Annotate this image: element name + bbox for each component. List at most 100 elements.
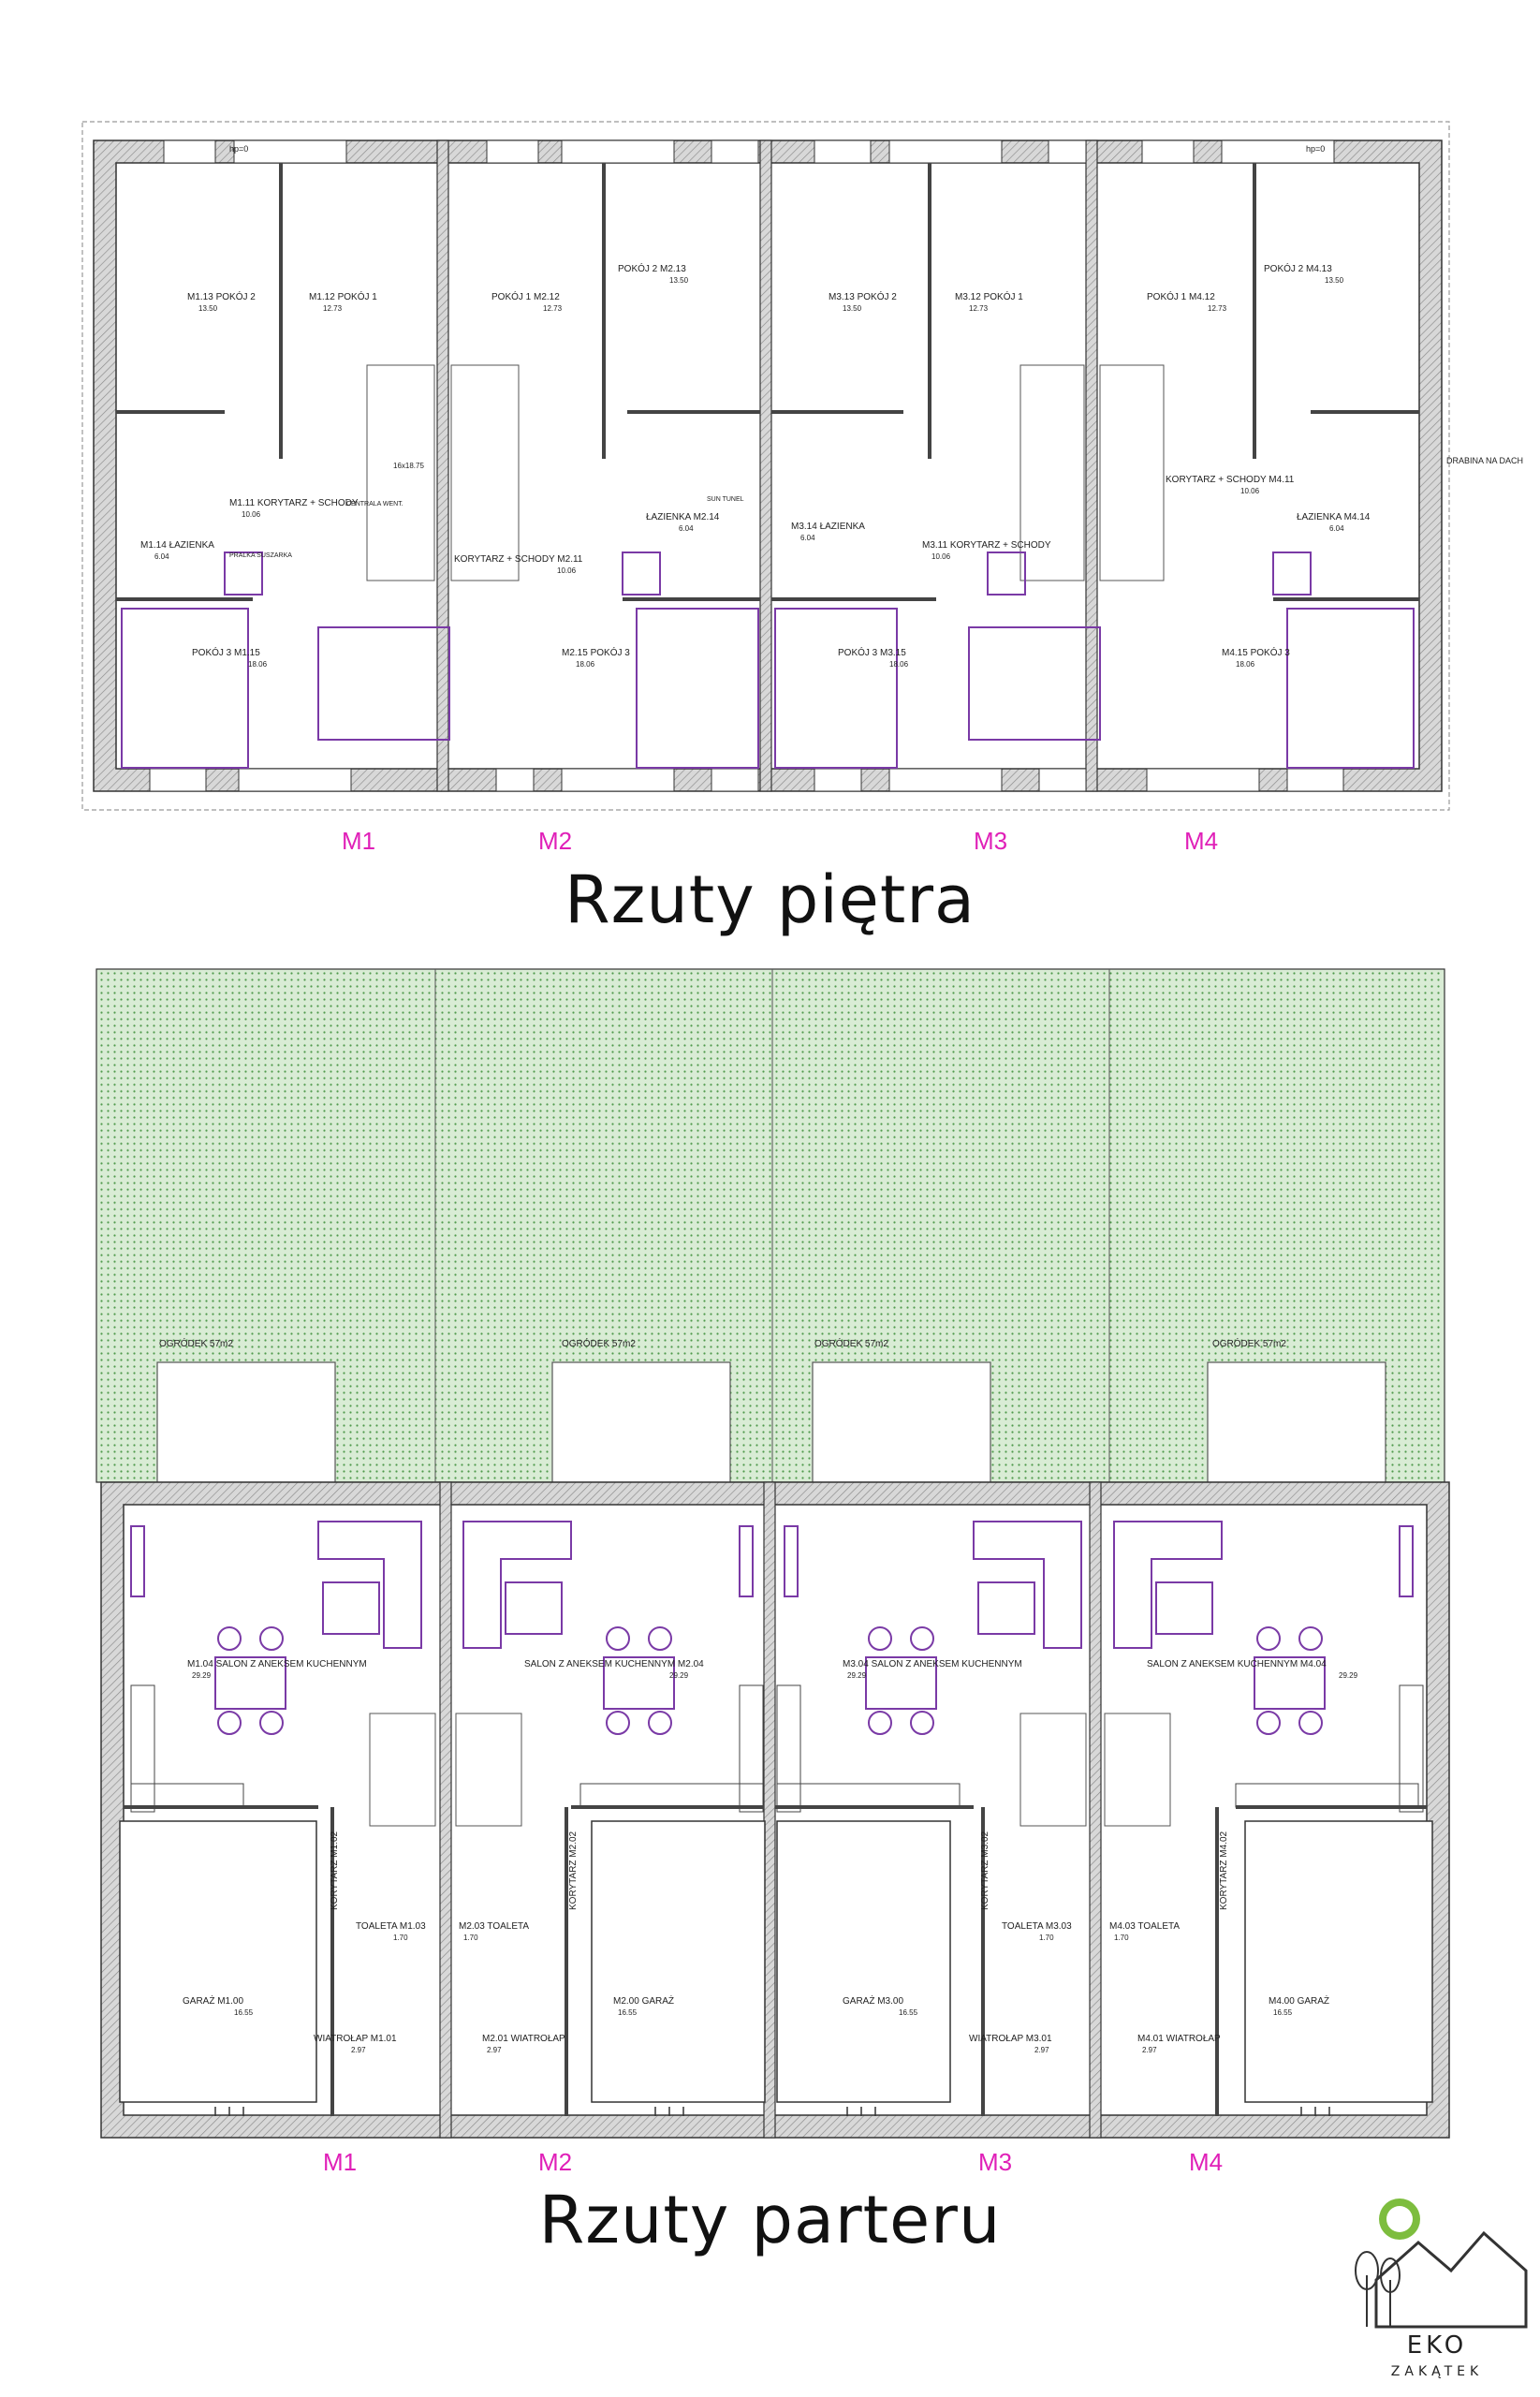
upper-floor-title: Rzuty piętra bbox=[565, 861, 975, 938]
upper-room-area: 13.50 bbox=[843, 304, 862, 313]
garden-label: OGRÓDEK 57m2 bbox=[159, 1337, 233, 1349]
upper-room-area: 18.06 bbox=[889, 660, 909, 669]
ventilation-note: CENTRALA WENT. bbox=[346, 501, 403, 507]
eko-zakatek-logo: EKO ZAKĄTEK bbox=[1339, 2191, 1535, 2392]
ground-room-area: 29.29 bbox=[1339, 1671, 1358, 1680]
ground-room-label: KORYTARZ M3.02 bbox=[980, 1831, 990, 1910]
ground-room-area: 1.70 bbox=[1114, 1934, 1129, 1942]
ground-room-label: SALON Z ANEKSEM KUCHENNYM M4.04 bbox=[1147, 1659, 1327, 1669]
ground-room-label: M1.04 SALON Z ANEKSEM KUCHENNYM bbox=[187, 1659, 367, 1669]
upper-room-area: 6.04 bbox=[800, 534, 815, 542]
ground-room-label: M2.00 GARAŻ bbox=[613, 1994, 674, 2007]
stairs-note: 16x18.75 bbox=[393, 462, 424, 470]
ground-room-area: 2.97 bbox=[1142, 2046, 1157, 2054]
upper-room-label: KORYTARZ + SCHODY M4.11 bbox=[1166, 475, 1295, 485]
ground-unit-label: M4 bbox=[1189, 2148, 1223, 2176]
ladder-note: DRABINA NA DACH bbox=[1446, 456, 1523, 465]
ground-room-area: 1.70 bbox=[393, 1934, 408, 1942]
height-note: hp=0 bbox=[229, 144, 248, 154]
upper-floor-labels: M1.13 POKÓJ 2 13.50 M1.12 POKÓJ 1 12.73 PO… bbox=[140, 144, 1523, 855]
upper-room-label: M3.13 POKÓJ 2 bbox=[829, 290, 897, 302]
upper-floor-plan bbox=[81, 121, 1450, 811]
logo-line1: EKO bbox=[1406, 2331, 1468, 2360]
upper-room-area: 10.06 bbox=[931, 552, 951, 561]
ground-floor-title: Rzuty parteru bbox=[538, 2182, 1002, 2258]
upper-room-area: 13.50 bbox=[669, 276, 689, 285]
upper-room-area: 18.06 bbox=[248, 660, 268, 669]
ground-room-area: 29.29 bbox=[192, 1671, 212, 1680]
upper-room-label: M2.15 POKÓJ 3 bbox=[562, 646, 630, 658]
ground-room-label: KORYTARZ M4.02 bbox=[1219, 1831, 1229, 1910]
upper-unit-label: M4 bbox=[1184, 827, 1218, 855]
ground-room-area: 16.55 bbox=[899, 2008, 918, 2017]
ground-room-area: 16.55 bbox=[1273, 2008, 1293, 2017]
height-note: hp=0 bbox=[1306, 144, 1325, 154]
upper-room-area: 12.73 bbox=[969, 304, 989, 313]
upper-room-label: M4.15 POKÓJ 3 bbox=[1222, 646, 1290, 658]
upper-room-area: 12.73 bbox=[323, 304, 343, 313]
upper-room-label: KORYTARZ + SCHODY M2.11 bbox=[454, 554, 583, 565]
ground-room-area: 1.70 bbox=[1039, 1934, 1054, 1942]
logo-line2: ZAKĄTEK bbox=[1390, 2364, 1484, 2379]
house-tree-icon bbox=[1355, 2198, 1528, 2329]
sun-tunnel-note: SUN TUNEL bbox=[707, 496, 744, 503]
upper-room-area: 10.06 bbox=[557, 566, 577, 575]
ground-room-label: M2.03 TOALETA bbox=[459, 1921, 529, 1932]
ground-floor-plan bbox=[95, 968, 1450, 2139]
ground-room-area: 29.29 bbox=[669, 1671, 689, 1680]
upper-room-label: POKÓJ 3 M3.15 bbox=[838, 646, 906, 658]
ground-room-area: 1.70 bbox=[463, 1934, 478, 1942]
ground-room-label: M2.01 WIATROŁAP bbox=[482, 2034, 565, 2044]
ground-room-area: 2.97 bbox=[487, 2046, 502, 2054]
upper-room-label: POKÓJ 1 M4.12 bbox=[1147, 290, 1215, 302]
upper-room-label: M3.12 POKÓJ 1 bbox=[955, 290, 1023, 302]
ground-unit-label: M3 bbox=[978, 2148, 1012, 2176]
upper-room-label: M1.13 POKÓJ 2 bbox=[187, 290, 256, 302]
upper-room-area: 10.06 bbox=[1240, 487, 1260, 495]
ground-room-label: KORYTARZ M1.02 bbox=[330, 1831, 340, 1910]
upper-room-label: ŁAZIENKA M4.14 bbox=[1297, 512, 1371, 522]
ground-room-label: WIATROŁAP M1.01 bbox=[314, 2034, 397, 2044]
ground-room-label: M4.01 WIATROŁAP bbox=[1137, 2034, 1221, 2044]
ground-room-area: 2.97 bbox=[351, 2046, 366, 2054]
upper-unit-label: M3 bbox=[974, 827, 1007, 855]
upper-room-label: POKÓJ 1 M2.12 bbox=[491, 290, 560, 302]
upper-room-area: 13.50 bbox=[198, 304, 218, 313]
laundry-note: PRALKA SUSZARKA bbox=[229, 552, 292, 559]
garden-label: OGRÓDEK 57m2 bbox=[1212, 1337, 1286, 1349]
ground-room-label: TOALETA M3.03 bbox=[1002, 1921, 1072, 1932]
upper-room-label: POKÓJ 2 M2.13 bbox=[618, 262, 686, 274]
upper-room-area: 6.04 bbox=[679, 524, 694, 533]
ground-room-label: KORYTARZ M2.02 bbox=[568, 1831, 579, 1910]
upper-room-label: M1.14 ŁAZIENKA bbox=[140, 540, 214, 551]
ground-room-label: M4.00 GARAŻ bbox=[1269, 1994, 1329, 2007]
ground-room-label: SALON Z ANEKSEM KUCHENNYM M2.04 bbox=[524, 1659, 704, 1669]
upper-room-area: 10.06 bbox=[242, 510, 261, 519]
ground-unit-label: M2 bbox=[538, 2148, 572, 2176]
upper-room-area: 6.04 bbox=[154, 552, 169, 561]
upper-room-label: ŁAZIENKA M2.14 bbox=[646, 512, 720, 522]
upper-room-label: M3.14 ŁAZIENKA bbox=[791, 522, 865, 532]
upper-room-label: M1.11 KORYTARZ + SCHODY bbox=[229, 498, 359, 508]
ground-room-label: GARAŻ M1.00 bbox=[183, 1994, 243, 2007]
ground-room-area: 16.55 bbox=[234, 2008, 254, 2017]
upper-room-label: POKÓJ 3 M1.15 bbox=[192, 646, 260, 658]
upper-room-label: M1.12 POKÓJ 1 bbox=[309, 290, 377, 302]
ground-room-label: M3.04 SALON Z ANEKSEM KUCHENNYM bbox=[843, 1659, 1022, 1669]
ground-room-label: WIATROŁAP M3.01 bbox=[969, 2034, 1052, 2044]
garden-label: OGRÓDEK 57m2 bbox=[814, 1337, 888, 1349]
upper-room-label: POKÓJ 2 M4.13 bbox=[1264, 262, 1332, 274]
upper-unit-label: M1 bbox=[342, 827, 375, 855]
upper-room-area: 18.06 bbox=[576, 660, 595, 669]
upper-room-label: M3.11 KORYTARZ + SCHODY bbox=[922, 540, 1051, 551]
upper-room-area: 18.06 bbox=[1236, 660, 1255, 669]
ground-room-area: 29.29 bbox=[847, 1671, 867, 1680]
ground-room-area: 2.97 bbox=[1034, 2046, 1049, 2054]
upper-room-area: 12.73 bbox=[1208, 304, 1227, 313]
ground-room-label: GARAŻ M3.00 bbox=[843, 1994, 903, 2007]
ground-room-label: TOALETA M1.03 bbox=[356, 1921, 426, 1932]
ground-room-area: 16.55 bbox=[618, 2008, 638, 2017]
upper-unit-label: M2 bbox=[538, 827, 572, 855]
